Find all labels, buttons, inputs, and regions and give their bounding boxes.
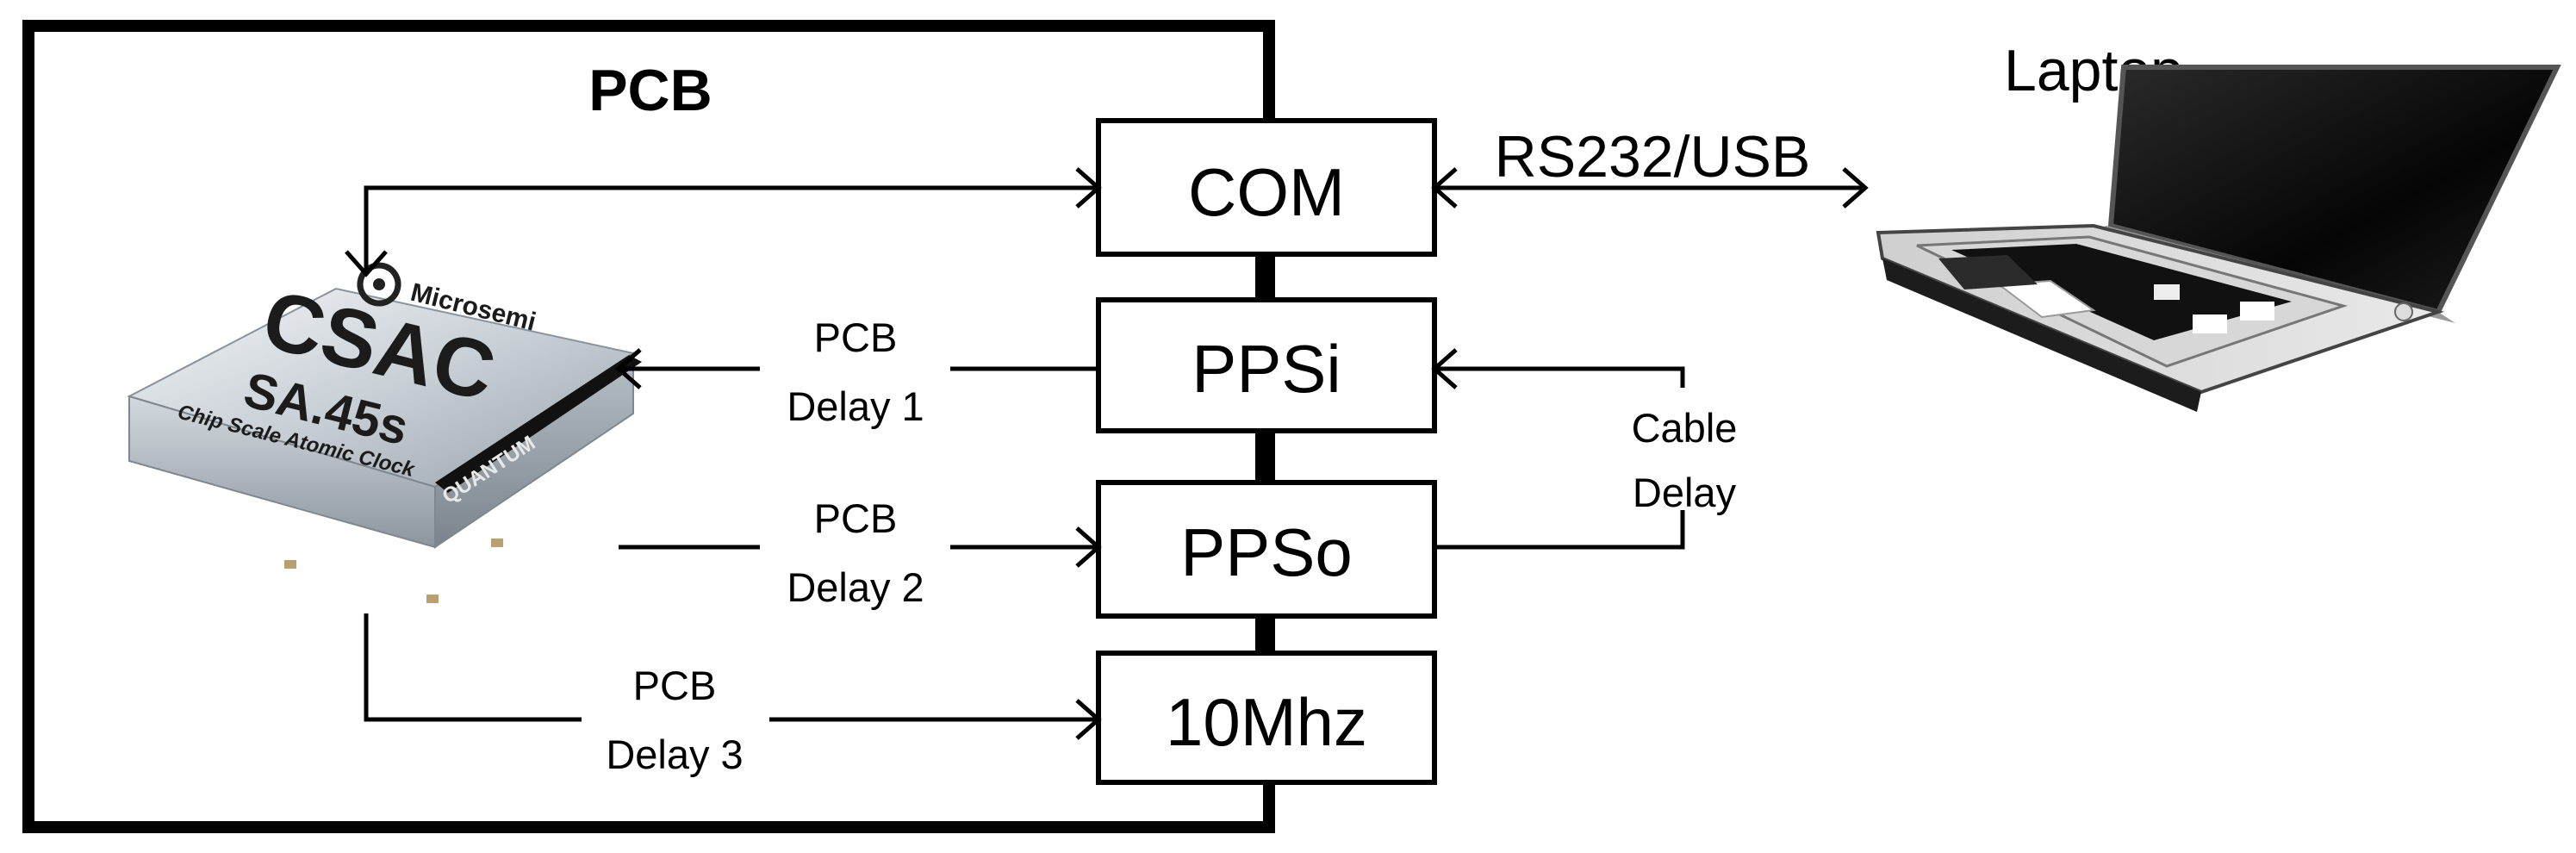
chip-tenmhz-connector bbox=[364, 613, 582, 722]
arrowhead bbox=[1075, 526, 1102, 568]
arrowhead bbox=[615, 348, 642, 389]
pcb-title: PCB bbox=[588, 58, 712, 123]
pcb-delay-1-line2: Delay 1 bbox=[787, 383, 924, 429]
arrowhead bbox=[1075, 699, 1102, 740]
cable-delay-line1: Cable bbox=[1632, 405, 1738, 451]
cable-delay-connector bbox=[1434, 510, 1685, 550]
arrowhead bbox=[1842, 167, 1869, 209]
com-chip-connector bbox=[364, 185, 1098, 274]
laptop-image bbox=[1876, 65, 2561, 412]
pcb-delay-2-line1: PCB bbox=[814, 495, 898, 541]
com-label: COM bbox=[1188, 154, 1345, 230]
tenmhz-block: 10Mhz bbox=[1096, 651, 1437, 785]
arrowhead bbox=[1431, 348, 1458, 389]
ppsi-label: PPSi bbox=[1192, 331, 1341, 407]
cable-delay-connector bbox=[1434, 366, 1685, 388]
ppso-label: PPSo bbox=[1180, 514, 1352, 590]
ppsi-block: PPSi bbox=[1096, 297, 1437, 433]
ppso-block: PPSo bbox=[1096, 480, 1437, 619]
arrowhead bbox=[345, 250, 388, 277]
rs232-usb-label: RS232/USB bbox=[1495, 124, 1811, 190]
arrowhead bbox=[1075, 167, 1102, 209]
csac-chip-image: Microsemi CSAC SA.45s Chip Scale Atomic … bbox=[127, 262, 642, 603]
pcb-delay-3-line2: Delay 3 bbox=[606, 732, 743, 777]
pcb-delay-2-line2: Delay 2 bbox=[787, 564, 924, 610]
com-block: COM bbox=[1096, 118, 1437, 257]
cable-delay-line2: Delay bbox=[1633, 470, 1737, 515]
arrowhead bbox=[1431, 167, 1458, 209]
tenmhz-label: 10Mhz bbox=[1166, 684, 1367, 760]
pcb-delay-1-line1: PCB bbox=[814, 314, 898, 360]
pcb-delay-3-line1: PCB bbox=[633, 663, 717, 708]
